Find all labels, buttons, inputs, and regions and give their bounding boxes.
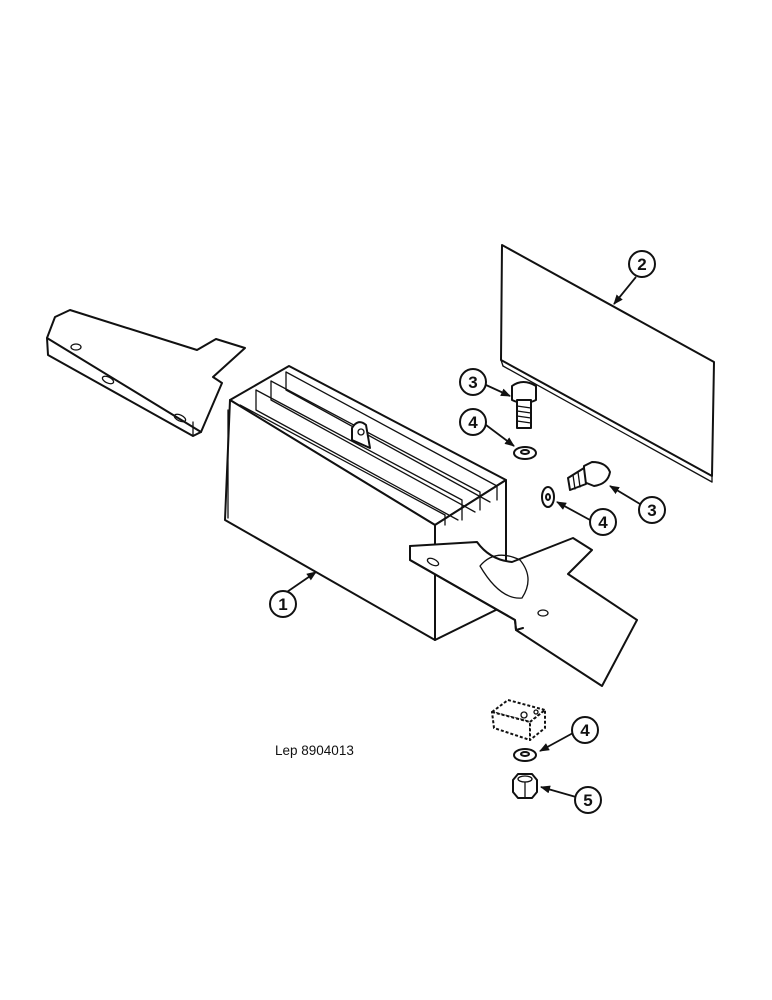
washer-upper: [513, 446, 537, 460]
battery-box: [224, 365, 507, 641]
callout-4-right: 4: [589, 508, 617, 536]
washer-right: [541, 486, 555, 508]
washer-lower: [513, 748, 537, 762]
svg-text:2: 2: [637, 255, 646, 274]
svg-text:5: 5: [583, 791, 592, 810]
right-bracket: [409, 537, 638, 687]
left-bracket: [46, 309, 246, 437]
nut-part: [512, 773, 538, 799]
leader-lines: [283, 276, 641, 798]
callout-4-upper: 4: [459, 408, 487, 436]
callout-5: 5: [574, 786, 602, 814]
svg-text:1: 1: [278, 595, 287, 614]
svg-text:4: 4: [580, 721, 590, 740]
callout-1: 1: [269, 590, 297, 618]
callout-4-lower: 4: [571, 716, 599, 744]
svg-text:4: 4: [598, 513, 608, 532]
svg-text:3: 3: [647, 501, 656, 520]
svg-text:3: 3: [468, 373, 477, 392]
plate-part: [500, 244, 715, 483]
reference-label: Lep 8904013: [275, 743, 354, 758]
bolt-right: [567, 461, 611, 491]
callout-3-right: 3: [638, 496, 666, 524]
callout-3-upper: 3: [459, 368, 487, 396]
callout-2: 2: [628, 250, 656, 278]
clamp-block: [491, 699, 546, 741]
svg-text:4: 4: [468, 413, 478, 432]
bolt-upper: [511, 381, 537, 429]
